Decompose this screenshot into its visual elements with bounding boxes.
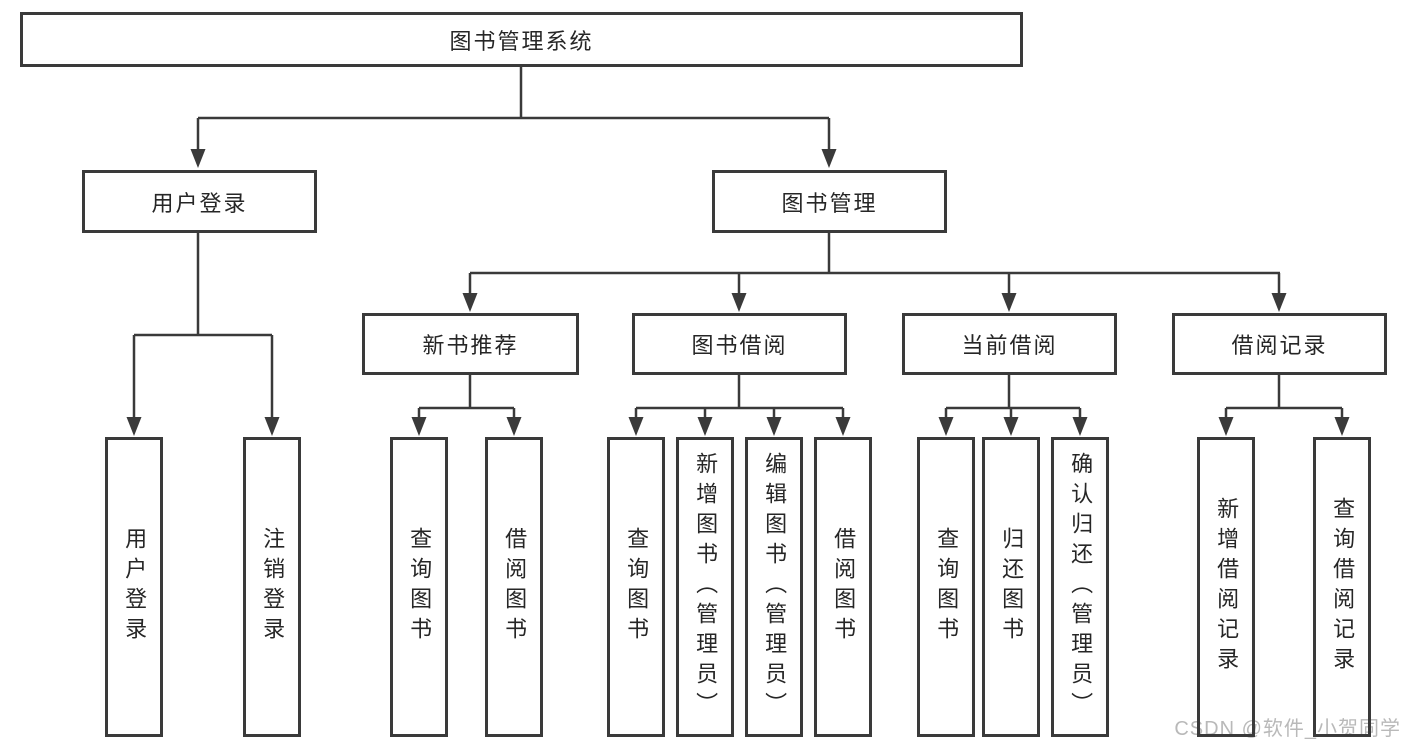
node-label: 借阅图书 xyxy=(502,527,528,647)
leaf-query-borrow-record: 查询借阅记录 xyxy=(1313,437,1371,737)
leaf-query-books-borrowing: 查询图书 xyxy=(607,437,665,737)
node-new-book-recommendation: 新书推荐 xyxy=(362,313,579,375)
leaf-add-borrow-record: 新增借阅记录 xyxy=(1197,437,1255,737)
leaf-query-books-current: 查询图书 xyxy=(917,437,975,737)
node-label: 查询借阅记录 xyxy=(1330,497,1356,677)
node-label: 图书借阅 xyxy=(691,333,788,358)
node-label: 图书管理系统 xyxy=(449,28,594,54)
node-book-borrowing: 图书借阅 xyxy=(632,313,847,375)
leaf-borrow-books-borrowing: 借阅图书 xyxy=(814,437,872,737)
node-label: 编辑图书（管理员） xyxy=(762,452,788,722)
node-borrowing-records: 借阅记录 xyxy=(1172,313,1387,375)
node-label: 借阅图书 xyxy=(831,527,857,647)
leaf-logout: 注销登录 xyxy=(243,437,301,737)
node-label: 查询图书 xyxy=(934,527,960,647)
leaf-return-book: 归还图书 xyxy=(982,437,1040,737)
leaf-confirm-return-admin: 确认归还（管理员） xyxy=(1051,437,1109,737)
node-label: 新增借阅记录 xyxy=(1214,497,1240,677)
leaf-edit-book-admin: 编辑图书（管理员） xyxy=(745,437,803,737)
node-current-borrowing: 当前借阅 xyxy=(902,313,1117,375)
watermark: CSDN @软件_小贺同学 xyxy=(1174,718,1401,740)
node-label: 用户登录 xyxy=(122,527,148,647)
node-user-login-group: 用户登录 xyxy=(82,170,317,233)
leaf-borrow-books-recommend: 借阅图书 xyxy=(485,437,543,737)
node-label: 用户登录 xyxy=(151,190,248,216)
node-label: 图书管理 xyxy=(781,190,878,216)
node-label: 归还图书 xyxy=(999,527,1025,647)
node-label: 查询图书 xyxy=(624,527,650,647)
leaf-add-book-admin: 新增图书（管理员） xyxy=(676,437,734,737)
leaf-user-login: 用户登录 xyxy=(105,437,163,737)
node-label: 注销登录 xyxy=(260,527,286,647)
node-label: 新增图书（管理员） xyxy=(693,452,719,722)
node-label: 借阅记录 xyxy=(1231,333,1328,358)
node-label: 查询图书 xyxy=(407,527,433,647)
node-label: 当前借阅 xyxy=(961,333,1058,358)
node-book-management: 图书管理 xyxy=(712,170,947,233)
node-library-management-system: 图书管理系统 xyxy=(20,12,1023,67)
node-label: 确认归还（管理员） xyxy=(1068,452,1094,722)
leaf-query-books-recommend: 查询图书 xyxy=(390,437,448,737)
node-label: 新书推荐 xyxy=(422,333,519,358)
